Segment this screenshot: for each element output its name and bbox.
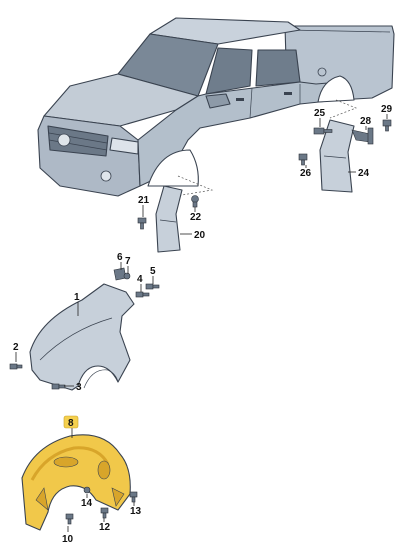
grille-bar xyxy=(48,132,108,144)
assembly-line xyxy=(175,175,214,197)
truck-rear-side-window xyxy=(255,49,301,87)
truck-grille xyxy=(47,125,109,157)
screw-icon xyxy=(100,507,109,519)
bolt-icon xyxy=(145,283,160,290)
callout-29[interactable]: 29 xyxy=(381,104,393,115)
callout-13[interactable]: 13 xyxy=(130,506,142,517)
fuel-door xyxy=(317,67,327,77)
callout-20[interactable]: 20 xyxy=(194,230,206,241)
vw-logo xyxy=(57,133,71,147)
callout-22[interactable]: 22 xyxy=(190,212,202,223)
callout-21[interactable]: 21 xyxy=(138,195,150,206)
callout-3[interactable]: 3 xyxy=(76,382,82,393)
door-handle xyxy=(284,92,292,95)
screw-icon xyxy=(137,217,147,230)
door-handle xyxy=(236,98,244,101)
screw-icon xyxy=(129,491,138,503)
callout-10[interactable]: 10 xyxy=(62,534,74,545)
truck-bed-rail xyxy=(287,29,391,33)
fastener-icons xyxy=(9,119,392,525)
screw-icon xyxy=(298,153,308,166)
screw-icon xyxy=(382,119,392,132)
callout-8[interactable]: 8 xyxy=(68,418,74,429)
screw-icon xyxy=(9,363,23,370)
callout-6[interactable]: 6 xyxy=(117,252,123,263)
clip-icon xyxy=(83,486,91,494)
clip-icon xyxy=(123,272,131,280)
truck-side-mirror xyxy=(205,93,231,109)
callout-5[interactable]: 5 xyxy=(150,266,156,277)
callout-24[interactable]: 24 xyxy=(358,168,370,179)
callout-8-highlight xyxy=(63,415,79,429)
rear-mud-flap xyxy=(319,119,355,193)
bracket-icon xyxy=(351,127,374,145)
wheel-housing-liner xyxy=(21,434,131,531)
callout-1[interactable]: 1 xyxy=(74,292,80,303)
clip-icon xyxy=(191,195,199,208)
callout-28[interactable]: 28 xyxy=(360,116,372,127)
callout-14[interactable]: 14 xyxy=(81,498,93,509)
screw-icon xyxy=(65,513,74,525)
truck-fog-light xyxy=(100,170,112,182)
front-mud-flap xyxy=(155,185,183,253)
callout-26[interactable]: 26 xyxy=(300,168,312,179)
front-wheel-arch xyxy=(147,149,199,187)
nut-icon xyxy=(113,267,127,281)
bolt-icon xyxy=(135,291,150,298)
callout-2[interactable]: 2 xyxy=(13,342,19,353)
callout-7[interactable]: 7 xyxy=(125,256,131,267)
leader-lines xyxy=(15,114,388,532)
front-fender xyxy=(29,283,135,391)
screw-icon xyxy=(51,383,66,390)
callout-12[interactable]: 12 xyxy=(99,522,111,533)
callout-labels: 1 2 3 4 5 6 7 8 10 12 13 14 20 21 22 24 … xyxy=(13,104,393,545)
callout-4[interactable]: 4 xyxy=(137,274,143,285)
pickup-truck-illustration xyxy=(37,17,395,197)
assembly-line xyxy=(329,99,357,119)
door-seam xyxy=(249,87,253,119)
truck-front-side-window xyxy=(205,47,253,95)
callout-25[interactable]: 25 xyxy=(314,108,326,119)
truck-headlight xyxy=(109,137,139,155)
rear-wheel-arch xyxy=(317,75,355,103)
bolt-icon xyxy=(313,127,333,135)
